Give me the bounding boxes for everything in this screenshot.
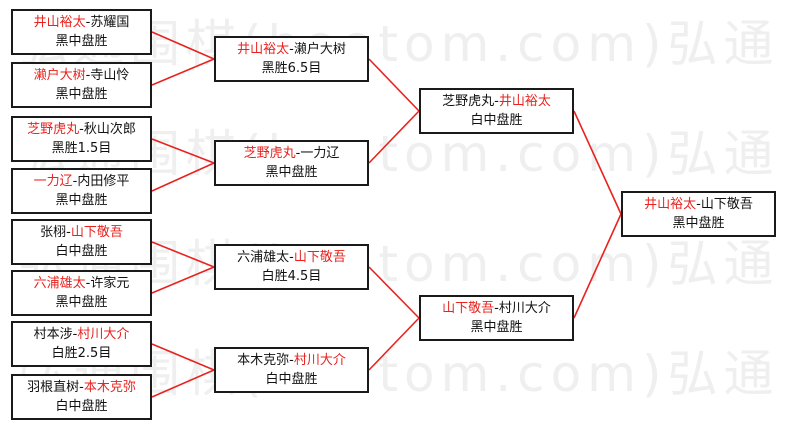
- player-b: 山下敬吾: [293, 250, 346, 265]
- bracket-connector: [151, 343, 215, 371]
- player-a: 张栩: [40, 225, 67, 240]
- match-players: 井山裕太-苏耀国: [33, 15, 130, 30]
- match-final[interactable]: 井山裕太-山下敬吾 黑中盘胜: [621, 191, 776, 237]
- bracket-connector: [368, 110, 420, 164]
- match-result: 白中盘胜: [55, 244, 108, 259]
- bracket-connector: [151, 369, 215, 398]
- match-result: 白胜4.5目: [261, 269, 322, 284]
- player-b: 村川大介: [77, 327, 130, 342]
- player-a: 山下敬吾: [442, 301, 495, 316]
- match-players: 芝野虎丸-秋山次郎: [27, 122, 136, 137]
- match-result: 黑中盘胜: [55, 295, 108, 310]
- player-a: 井山裕太: [237, 42, 290, 57]
- bracket-connector: [573, 213, 622, 319]
- match-players: 六浦雄太-山下敬吾: [237, 250, 346, 265]
- bracket-connector: [573, 110, 622, 215]
- player-b: 山下敬吾: [70, 225, 123, 240]
- match-result: 白中盘胜: [265, 372, 318, 387]
- match-players: 濑户大树-寺山怜: [33, 68, 130, 83]
- match-players: 山下敬吾-村川大介: [442, 301, 551, 316]
- player-a: 本木克弥: [237, 353, 290, 368]
- match-semifinal-1[interactable]: 芝野虎丸-井山裕太 白中盘胜: [419, 88, 574, 134]
- match-players: 一力辽-内田修平: [33, 174, 130, 189]
- player-b: 井山裕太: [498, 94, 551, 109]
- match-round2-3[interactable]: 六浦雄太-山下敬吾 白胜4.5目: [214, 244, 369, 290]
- match-players: 六浦雄太-许家元: [33, 276, 130, 291]
- match-players: 羽根直树-本木克弥: [27, 380, 136, 395]
- match-round1-1[interactable]: 井山裕太-苏耀国 黑中盘胜: [11, 9, 152, 55]
- bracket-connector: [151, 266, 215, 294]
- bracket-connector: [368, 317, 420, 371]
- player-b: 苏耀国: [90, 15, 130, 30]
- match-players: 芝野虎丸-井山裕太: [442, 94, 551, 109]
- bracket-connector: [151, 241, 215, 268]
- bracket-connector: [151, 162, 215, 192]
- match-round1-8[interactable]: 羽根直树-本木克弥 白中盘胜: [11, 374, 152, 420]
- match-players: 井山裕太-山下敬吾: [644, 197, 753, 212]
- match-result: 黑中盘胜: [55, 87, 108, 102]
- player-b: 一力辽: [300, 146, 340, 161]
- bracket-connector: [368, 58, 420, 112]
- match-result: 黑中盘胜: [672, 216, 725, 231]
- player-a: 六浦雄太: [33, 276, 86, 291]
- player-b: 山下敬吾: [700, 197, 753, 212]
- match-result: 黑中盘胜: [55, 34, 108, 49]
- player-b: 许家元: [90, 276, 130, 291]
- player-a: 井山裕太: [33, 15, 86, 30]
- match-result: 黑胜6.5目: [261, 61, 322, 76]
- player-b: 濑户大树: [293, 42, 346, 57]
- player-a: 一力辽: [33, 174, 73, 189]
- match-round1-5[interactable]: 张栩-山下敬吾 白中盘胜: [11, 219, 152, 265]
- match-round1-7[interactable]: 村本涉-村川大介 白胜2.5目: [11, 321, 152, 367]
- player-a: 羽根直树: [27, 380, 80, 395]
- match-round1-2[interactable]: 濑户大树-寺山怜 黑中盘胜: [11, 62, 152, 108]
- player-b: 本木克弥: [83, 380, 136, 395]
- bracket-connector: [151, 58, 215, 86]
- bracket-connector: [151, 138, 215, 164]
- player-a: 芝野虎丸: [442, 94, 495, 109]
- player-b: 村川大介: [498, 301, 551, 316]
- match-result: 白中盘胜: [55, 399, 108, 414]
- player-a: 芝野虎丸: [243, 146, 296, 161]
- player-a: 濑户大树: [33, 68, 86, 83]
- match-players: 村本涉-村川大介: [33, 327, 130, 342]
- match-players: 井山裕太-濑户大树: [237, 42, 346, 57]
- match-result: 黑中盘胜: [55, 193, 108, 208]
- player-a: 芝野虎丸: [27, 122, 80, 137]
- match-round2-2[interactable]: 芝野虎丸-一力辽 黑中盘胜: [214, 140, 369, 186]
- player-b: 寺山怜: [90, 68, 130, 83]
- match-result: 白中盘胜: [470, 113, 523, 128]
- bracket-connector: [151, 31, 215, 60]
- match-players: 本木克弥-村川大介: [237, 353, 346, 368]
- match-round1-3[interactable]: 芝野虎丸-秋山次郎 黑胜1.5目: [11, 116, 152, 162]
- match-round1-4[interactable]: 一力辽-内田修平 黑中盘胜: [11, 168, 152, 214]
- match-result: 白胜2.5目: [51, 346, 112, 361]
- match-result: 黑中盘胜: [265, 165, 318, 180]
- match-round2-4[interactable]: 本木克弥-村川大介 白中盘胜: [214, 347, 369, 393]
- player-a: 井山裕太: [644, 197, 697, 212]
- player-a: 六浦雄太: [237, 250, 290, 265]
- player-b: 村川大介: [293, 353, 346, 368]
- match-result: 黑中盘胜: [470, 320, 523, 335]
- match-result: 黑胜1.5目: [51, 141, 112, 156]
- bracket-connector: [368, 266, 420, 319]
- match-players: 张栩-山下敬吾: [40, 225, 123, 240]
- match-players: 芝野虎丸-一力辽: [243, 146, 340, 161]
- player-a: 村本涉: [33, 327, 73, 342]
- match-round2-1[interactable]: 井山裕太-濑户大树 黑胜6.5目: [214, 36, 369, 82]
- player-b: 内田修平: [77, 174, 130, 189]
- player-b: 秋山次郎: [83, 122, 136, 137]
- match-semifinal-2[interactable]: 山下敬吾-村川大介 黑中盘胜: [419, 295, 574, 341]
- match-round1-6[interactable]: 六浦雄太-许家元 黑中盘胜: [11, 270, 152, 316]
